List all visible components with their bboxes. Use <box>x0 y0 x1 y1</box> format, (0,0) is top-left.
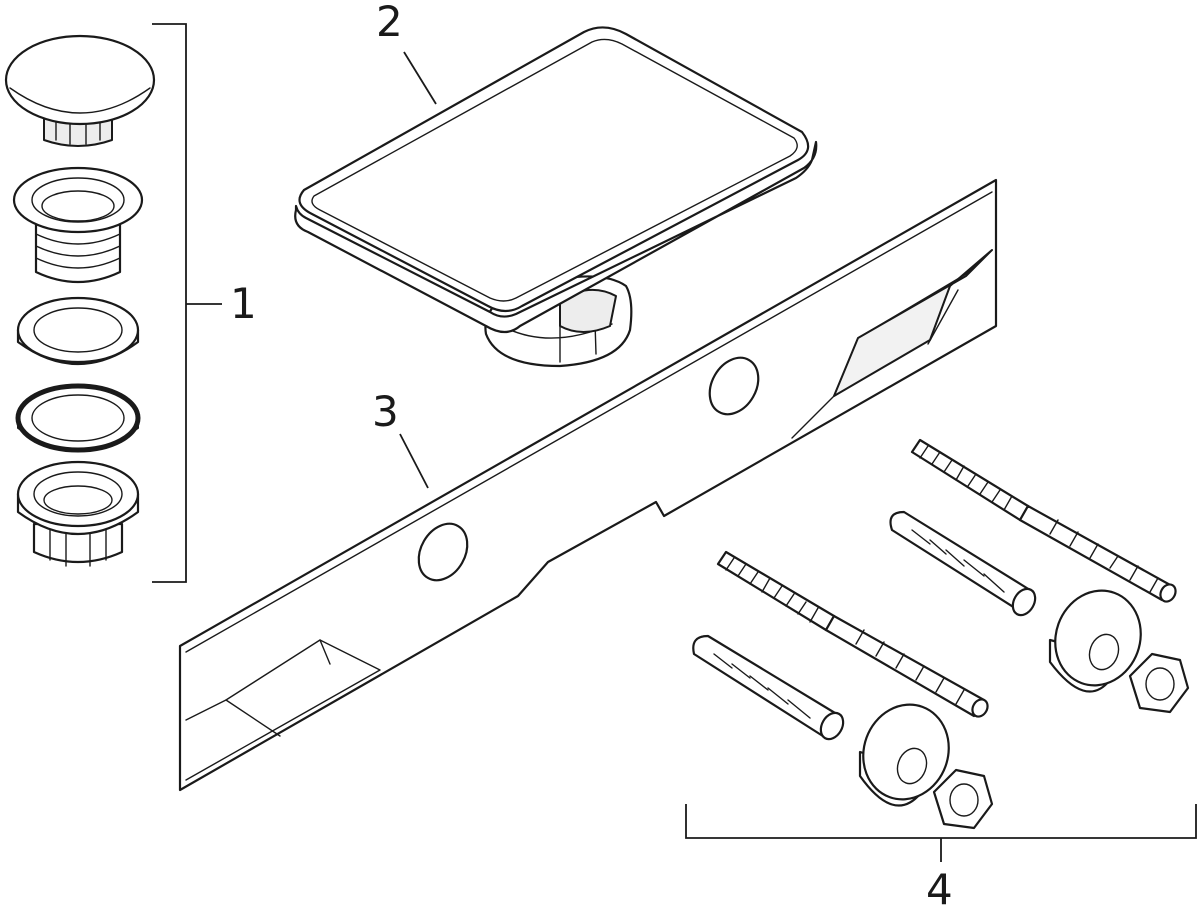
rubber-seal <box>15 383 141 453</box>
callout-label-4: 4 <box>926 865 953 910</box>
part-3-mounting-template <box>178 178 998 792</box>
part-1-drain-assembly <box>4 34 156 567</box>
template-hole-right <box>708 356 760 416</box>
flat-washer <box>16 296 140 366</box>
template-hole-left <box>417 522 469 582</box>
lower-body-nut <box>16 460 140 567</box>
leader-line-3 <box>399 433 429 489</box>
threaded-body <box>12 166 144 284</box>
washer-upper <box>1048 589 1142 693</box>
part-4-fixing-set <box>692 438 1190 830</box>
drain-cap <box>4 34 156 147</box>
callout-label-2: 2 <box>376 0 403 46</box>
hanger-bolt-lower <box>716 550 989 718</box>
callout-label-1: 1 <box>230 279 257 328</box>
hex-nut-upper <box>1128 652 1190 714</box>
callout-label-3: 3 <box>372 387 399 436</box>
bracket-part-1 <box>152 23 222 583</box>
wall-anchor-upper <box>889 510 1037 617</box>
bracket-part-4 <box>685 804 1197 862</box>
leader-line-2 <box>403 51 437 105</box>
washer-lower <box>858 703 950 807</box>
hanger-bolt-upper <box>910 438 1177 603</box>
part-2-shelf-cover <box>294 26 818 368</box>
hex-nut-lower <box>932 768 994 830</box>
wall-anchor-lower <box>692 634 845 741</box>
